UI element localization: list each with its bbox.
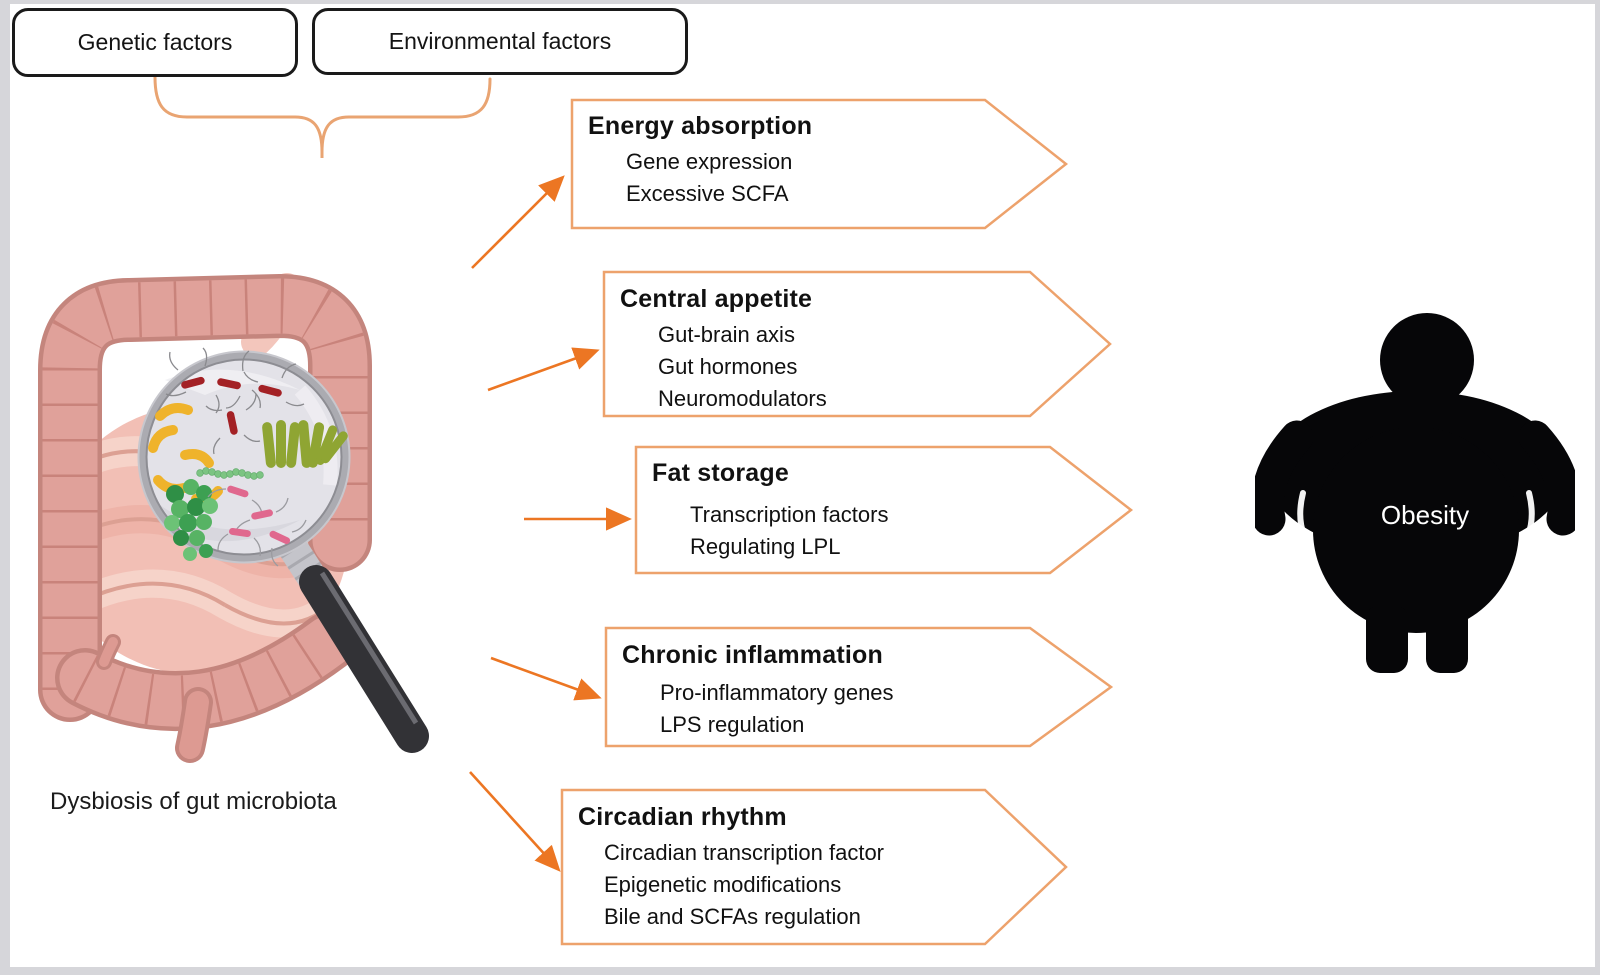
chevron-central-appetite <box>602 270 1112 418</box>
gut-microbiota-illustration <box>38 273 429 763</box>
cocci-chain-icon <box>196 467 264 480</box>
mechanism-central-appetite: Central appetite Gut-brain axis Gut horm… <box>620 281 827 415</box>
arrow-to-energy-absorption <box>471 175 565 269</box>
mechanism-chronic-inflammation: Chronic inflammation Pro-inflammatory ge… <box>622 637 894 741</box>
person-right-arm <box>1518 420 1575 536</box>
mechanism-circadian-rhythm: Circadian rhythm Circadian transcription… <box>578 799 884 933</box>
chevron-energy-absorption <box>570 98 1069 230</box>
mechanism-item: Neuromodulators <box>658 386 827 411</box>
mechanism-title: Energy absorption <box>588 112 813 140</box>
person-right-leg <box>1426 605 1468 673</box>
genetic-factors-box: Genetic factors <box>12 8 298 77</box>
person-belly <box>1313 427 1519 633</box>
brace-icon <box>153 75 492 158</box>
gut-caption: Dysbiosis of gut microbiota <box>50 788 337 815</box>
mechanism-item: LPS regulation <box>660 712 805 737</box>
chevron-chronic-inflammation <box>604 626 1114 748</box>
mechanism-item: Gene expression <box>626 149 793 174</box>
mechanism-fat-storage: Fat storage Transcription factors Regula… <box>652 455 888 563</box>
mechanism-energy-absorption: Energy absorption Gene expression Excess… <box>588 108 812 210</box>
mechanism-item: Bile and SCFAs regulation <box>604 904 861 929</box>
arrow-to-central-appetite <box>487 347 600 392</box>
genetic-factors-label: Genetic factors <box>77 29 233 55</box>
mechanism-item: Transcription factors <box>690 502 889 527</box>
mechanism-title: Central appetite <box>620 285 813 313</box>
red-bacilli-icon <box>165 347 305 455</box>
mechanism-item: Gut hormones <box>658 354 798 379</box>
arrow-to-circadian-rhythm <box>469 771 561 872</box>
magnifier-icon <box>137 347 429 753</box>
mechanism-item: Epigenetic modifications <box>604 872 842 897</box>
arrow-to-chronic-inflammation <box>490 656 602 701</box>
mechanism-title: Chronic inflammation <box>622 641 883 669</box>
environmental-factors-label: Environmental factors <box>388 28 612 54</box>
person-left-arm <box>1255 420 1314 536</box>
mechanism-item: Gut-brain axis <box>658 322 795 347</box>
mechanism-title: Fat storage <box>652 459 789 487</box>
chevron-circadian-rhythm <box>560 788 1068 946</box>
mechanism-title: Circadian rhythm <box>578 803 787 831</box>
pink-bacilli-icon <box>207 485 307 567</box>
mechanism-item: Regulating LPL <box>690 534 841 559</box>
obesity-label: Obesity <box>1380 500 1470 530</box>
chevron-fat-storage <box>634 445 1134 575</box>
obese-person-icon <box>1255 313 1575 673</box>
olive-bacilli-icon <box>262 420 348 468</box>
magnifier-handle <box>299 565 429 753</box>
person-head <box>1380 313 1474 407</box>
mechanism-item: Excessive SCFA <box>626 181 789 206</box>
mechanism-item: Pro-inflammatory genes <box>660 680 894 705</box>
cocci-cluster-icon <box>164 479 218 561</box>
colon <box>38 274 372 763</box>
environmental-factors-box: Environmental factors <box>312 8 688 75</box>
person-left-leg <box>1366 605 1408 673</box>
mechanism-item: Circadian transcription factor <box>604 840 885 865</box>
